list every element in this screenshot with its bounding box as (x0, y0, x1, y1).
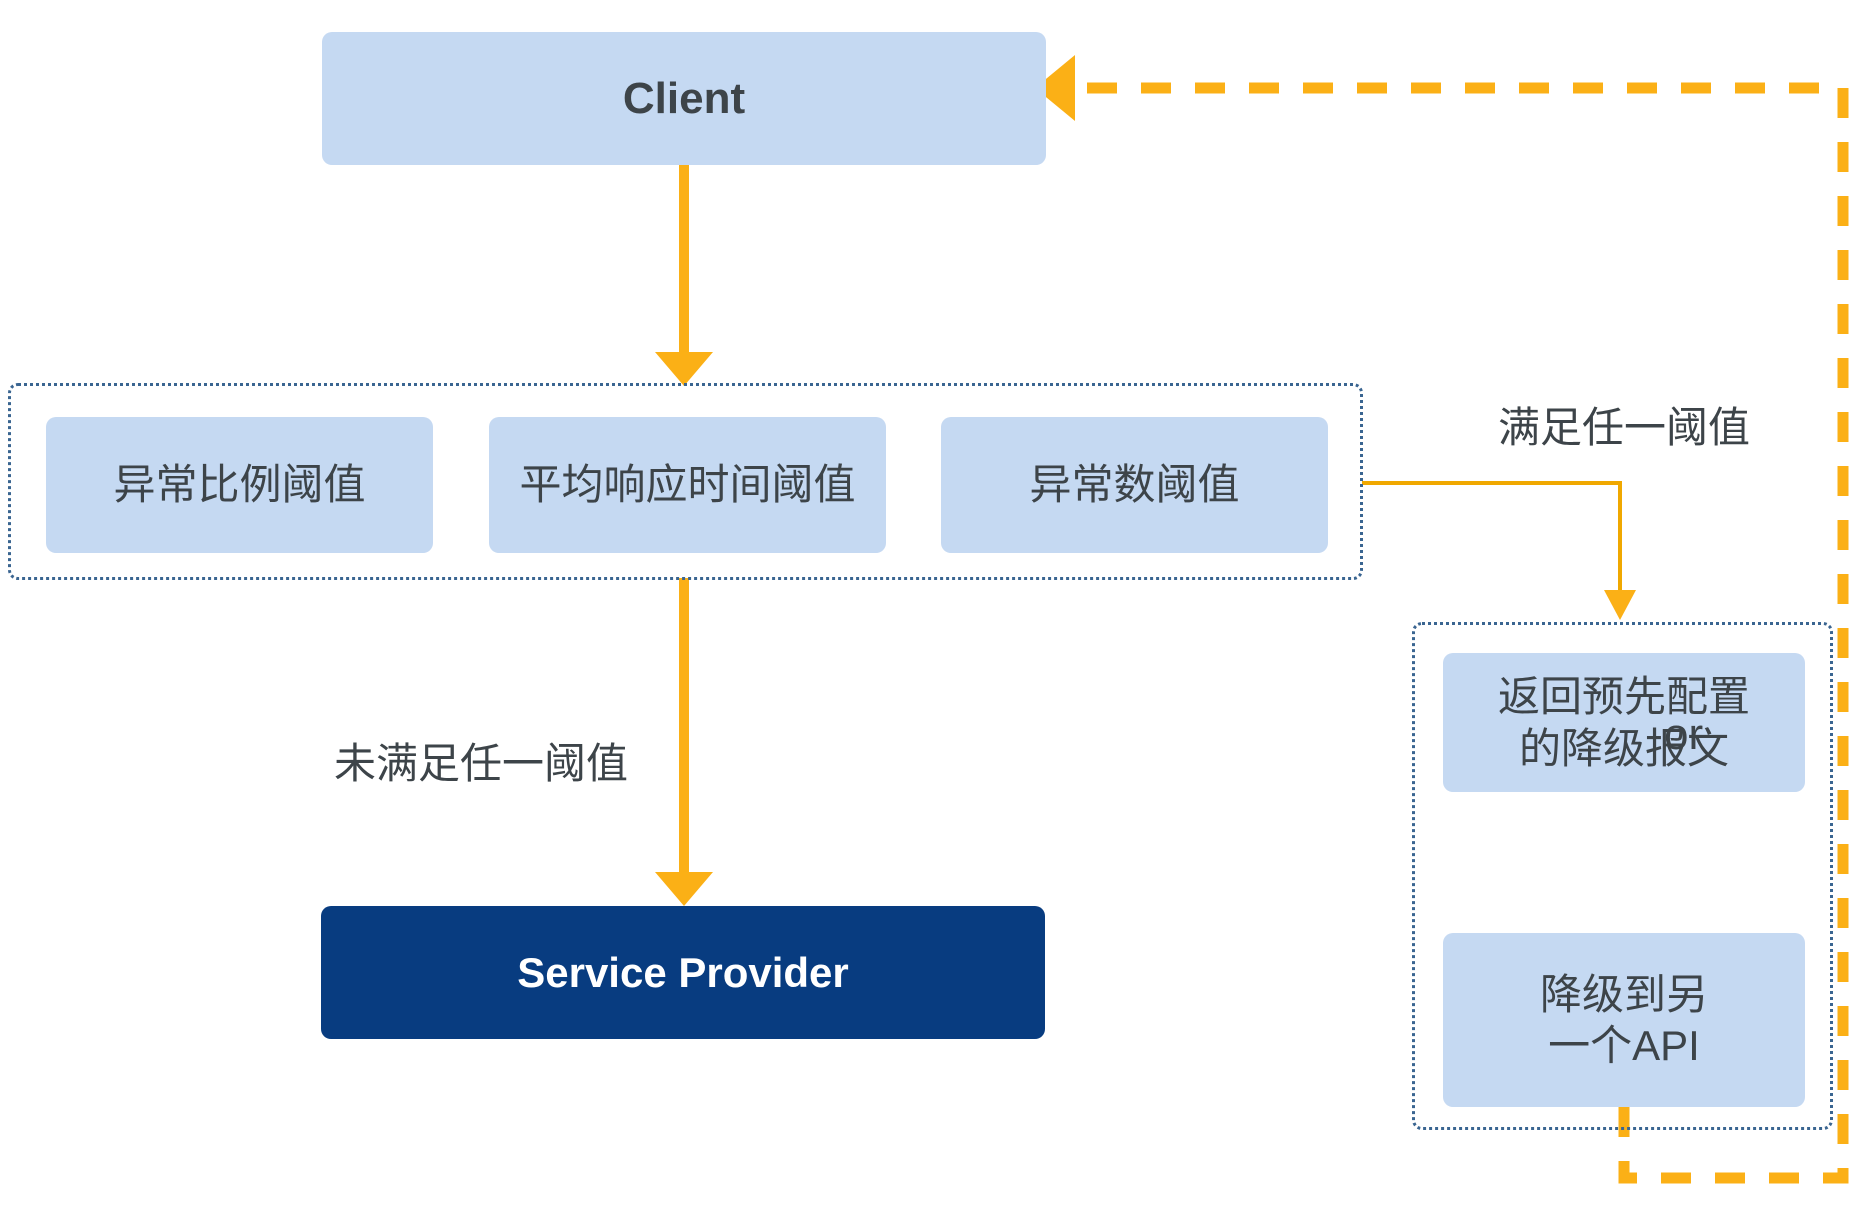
node-client-label: Client (622, 73, 746, 123)
node-fallback-preconfigured-response[interactable]: 返回预先配置 的降级报文 (1443, 653, 1805, 792)
node-fallback-alternate-api[interactable]: 降级到另 一个API (1443, 933, 1805, 1107)
arrow-client-to-thresholds (655, 163, 713, 386)
node-threshold-avg-response-time-label: 平均响应时间阈值 (519, 461, 856, 509)
fallback-or-label: or (1664, 710, 1704, 759)
node-threshold-error-count[interactable]: 异常数阈值 (941, 417, 1328, 553)
node-client[interactable]: Client (322, 32, 1046, 165)
node-service-provider[interactable]: Service Provider (321, 906, 1045, 1039)
arrow-thresholds-to-fallback (1362, 481, 1636, 620)
edge-label-threshold-not-met: 未满足任一阈值 (334, 740, 629, 787)
node-fallback-alternate-api-label: 降级到另 一个API (1539, 970, 1708, 1069)
node-fallback-preconfigured-response-label: 返回预先配置 的降级报文 (1497, 673, 1750, 772)
group-thresholds (8, 383, 1363, 580)
node-threshold-avg-response-time[interactable]: 平均响应时间阈值 (489, 417, 886, 553)
arrow-thresholds-to-service (655, 578, 713, 906)
node-service-provider-label: Service Provider (517, 948, 849, 996)
node-threshold-error-ratio[interactable]: 异常比例阈值 (46, 417, 433, 553)
edge-label-threshold-met: 满足任一阈值 (1498, 404, 1751, 451)
group-fallback (1412, 622, 1833, 1130)
node-threshold-error-ratio-label: 异常比例阈值 (113, 461, 366, 509)
node-threshold-error-count-label: 异常数阈值 (1029, 461, 1240, 509)
